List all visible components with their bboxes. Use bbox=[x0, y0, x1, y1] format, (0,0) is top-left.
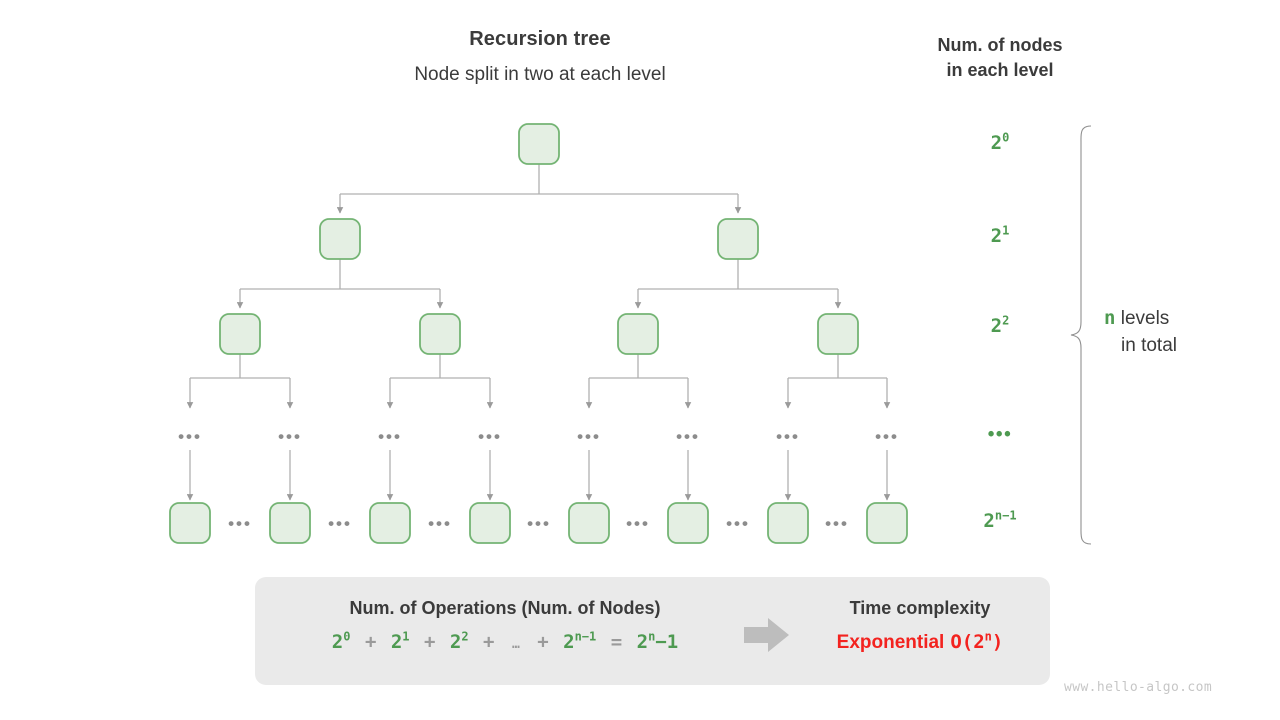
summary-panel bbox=[255, 577, 1050, 685]
complexity-bigo-exp: n bbox=[984, 629, 992, 644]
formula-plus: + bbox=[364, 631, 377, 653]
level-count-4: 2n−1 bbox=[940, 510, 1060, 532]
complexity-bigo-suffix: ) bbox=[991, 631, 1004, 653]
operations-heading: Num. of Operations (Num. of Nodes) bbox=[349, 598, 661, 618]
operations-formula: 20 + 21 + 22 + … + 2n−1 = 2n−1 bbox=[255, 631, 755, 653]
formula-plus: + bbox=[483, 631, 495, 653]
tree-node bbox=[617, 313, 659, 355]
tree-node bbox=[419, 313, 461, 355]
formula-result-exp: n bbox=[648, 629, 656, 644]
formula-result-tail: −1 bbox=[655, 631, 679, 653]
tree-ellipsis: ••• bbox=[228, 514, 252, 533]
formula-ellipsis: … bbox=[511, 637, 520, 652]
tree-node bbox=[269, 502, 311, 544]
formula-term-1-exp: 1 bbox=[402, 629, 410, 644]
level-count-2: 22 bbox=[940, 315, 1060, 337]
nodes-per-level-heading: Num. of nodes in each level bbox=[880, 33, 1120, 83]
tree-node bbox=[518, 123, 560, 165]
page-subtitle: Node split in two at each level bbox=[414, 64, 666, 85]
formula-last-exp: n−1 bbox=[574, 629, 597, 644]
level-count-0: 20 bbox=[940, 132, 1060, 154]
tree-ellipsis: ••• bbox=[776, 427, 800, 446]
watermark: www.hello-algo.com bbox=[1064, 680, 1213, 695]
tree-ellipsis: ••• bbox=[875, 427, 899, 446]
complexity-word: Exponential bbox=[836, 632, 945, 653]
formula-result-base: 2 bbox=[636, 631, 649, 653]
tree-node bbox=[866, 502, 908, 544]
level-count-2-exp: 2 bbox=[1002, 313, 1010, 328]
tree-node bbox=[319, 218, 361, 260]
tree-node bbox=[767, 502, 809, 544]
tree-node bbox=[717, 218, 759, 260]
tree-node bbox=[369, 502, 411, 544]
complexity-heading: Time complexity bbox=[849, 598, 991, 618]
operations-block: Num. of Operations (Num. of Nodes) 20 + … bbox=[255, 598, 755, 653]
formula-equals: = bbox=[610, 631, 623, 653]
formula-term-2-exp: 2 bbox=[461, 629, 469, 644]
tree-ellipsis: ••• bbox=[278, 427, 302, 446]
tree-ellipsis: ••• bbox=[676, 427, 700, 446]
total-levels-line2: in total bbox=[1121, 335, 1177, 356]
level-count-ellipsis: ••• bbox=[987, 424, 1013, 445]
tree-node bbox=[169, 502, 211, 544]
tree-ellipsis: ••• bbox=[825, 514, 849, 533]
tree-ellipsis: ••• bbox=[478, 427, 502, 446]
tree-node bbox=[667, 502, 709, 544]
formula-last-base: 2 bbox=[563, 631, 575, 653]
level-count-1-exp: 1 bbox=[1002, 223, 1010, 238]
level-count-1: 21 bbox=[940, 225, 1060, 247]
tree-node bbox=[568, 502, 610, 544]
tree-ellipsis: ••• bbox=[378, 427, 402, 446]
total-levels-line1: levels bbox=[1120, 308, 1170, 329]
formula-term-0-base: 2 bbox=[331, 631, 344, 653]
total-levels-note: n levels in total bbox=[1104, 305, 1274, 359]
tree-node bbox=[219, 313, 261, 355]
implies-arrow-icon bbox=[744, 618, 789, 652]
total-levels-variable: n bbox=[1104, 307, 1116, 329]
level-count-1-base: 2 bbox=[990, 225, 1003, 247]
level-count-0-exp: 0 bbox=[1002, 130, 1010, 145]
nodes-per-level-heading-line1: Num. of nodes bbox=[937, 35, 1063, 55]
tree-node bbox=[817, 313, 859, 355]
formula-term-2-base: 2 bbox=[449, 631, 462, 653]
tree-ellipsis: ••• bbox=[626, 514, 650, 533]
tree-ellipsis: ••• bbox=[577, 427, 601, 446]
complexity-bigo: O(2n) bbox=[944, 631, 1003, 653]
tree-ellipsis: ••• bbox=[527, 514, 551, 533]
complexity-bigo-prefix: O(2 bbox=[950, 631, 985, 653]
tree-ellipsis: ••• bbox=[726, 514, 750, 533]
formula-term-0-exp: 0 bbox=[343, 629, 351, 644]
level-count-2-base: 2 bbox=[990, 315, 1003, 337]
level-count-0-base: 2 bbox=[990, 132, 1003, 154]
tree-ellipsis: ••• bbox=[178, 427, 202, 446]
page-title: Recursion tree bbox=[469, 28, 611, 50]
level-count-4-base: 2 bbox=[983, 510, 995, 532]
tree-node bbox=[469, 502, 511, 544]
level-count-4-exp: n−1 bbox=[994, 508, 1017, 523]
tree-ellipsis: ••• bbox=[328, 514, 352, 533]
tree-ellipsis: ••• bbox=[428, 514, 452, 533]
nodes-per-level-heading-line2: in each level bbox=[946, 60, 1054, 80]
formula-plus: + bbox=[423, 631, 436, 653]
formula-term-1-base: 2 bbox=[390, 631, 403, 653]
levels-brace bbox=[1070, 125, 1092, 545]
formula-plus: + bbox=[537, 631, 549, 653]
